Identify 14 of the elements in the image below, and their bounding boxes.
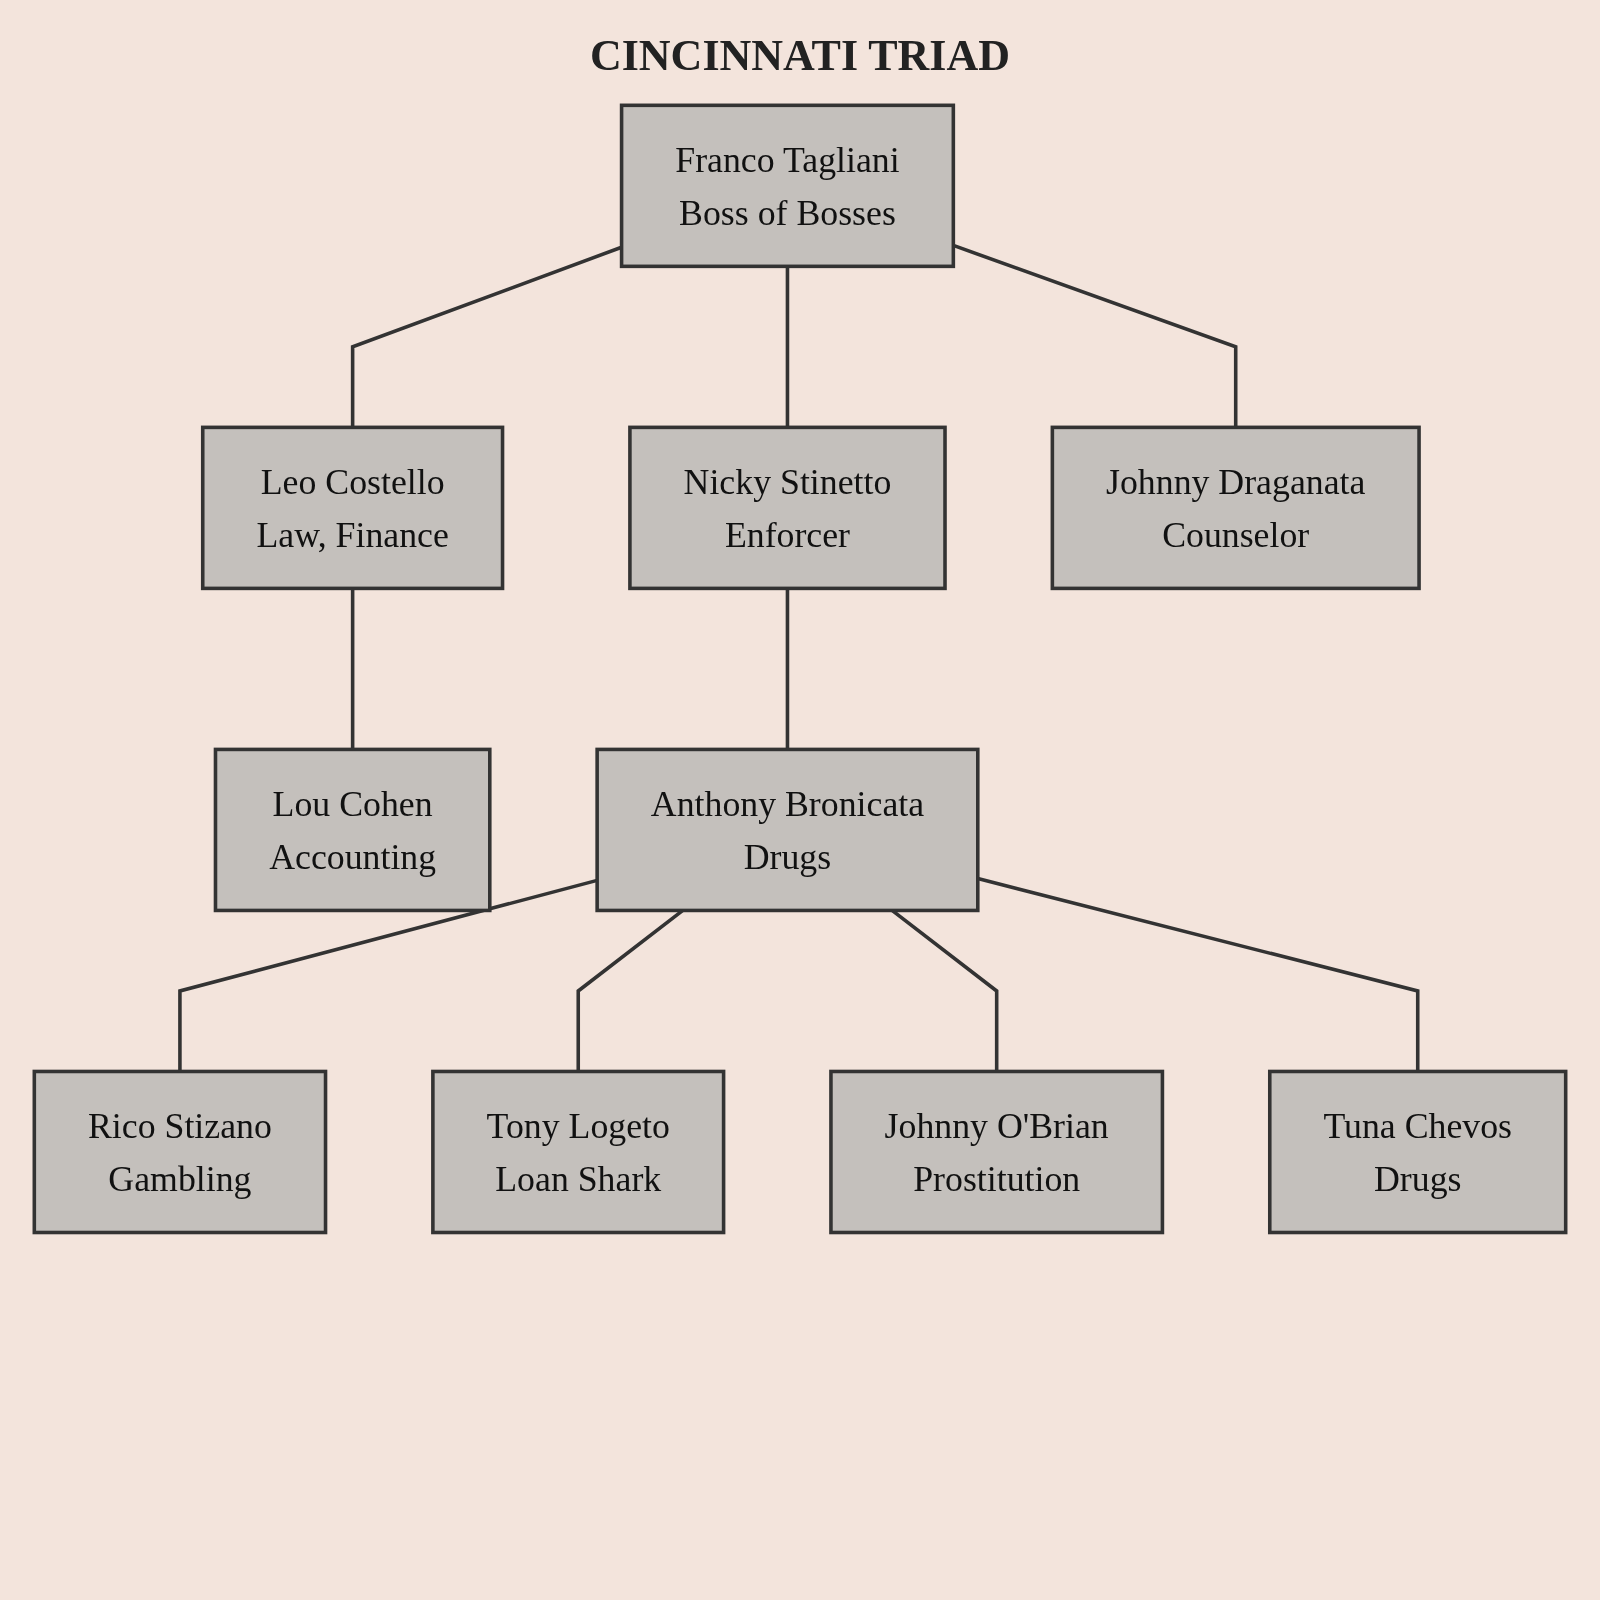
node-box: Leo Costello Law, Finance (200, 425, 505, 591)
node-box: Lou Cohen Accounting (213, 747, 492, 913)
node-box: Tuna Chevos Drugs (1268, 1069, 1568, 1235)
node-box: Rico Stizano Gambling (32, 1069, 328, 1235)
node-box: Anthony Bronicata Drugs (595, 747, 980, 913)
node-box: Johnny O'Brian Prostitution (829, 1069, 1165, 1235)
connector (350, 588, 355, 750)
node-box: Johnny Draganata Counselor (1050, 425, 1421, 591)
diagram-title: CINCINNATI TRIAD (588, 30, 1012, 81)
connector (785, 588, 790, 750)
node-box: Franco Tagliani Boss of Bosses (619, 103, 956, 269)
node-box: Tony Logeto Loan Shark (431, 1069, 726, 1235)
node-box: Nicky Stinetto Enforcer (628, 425, 947, 591)
connector (785, 266, 790, 428)
